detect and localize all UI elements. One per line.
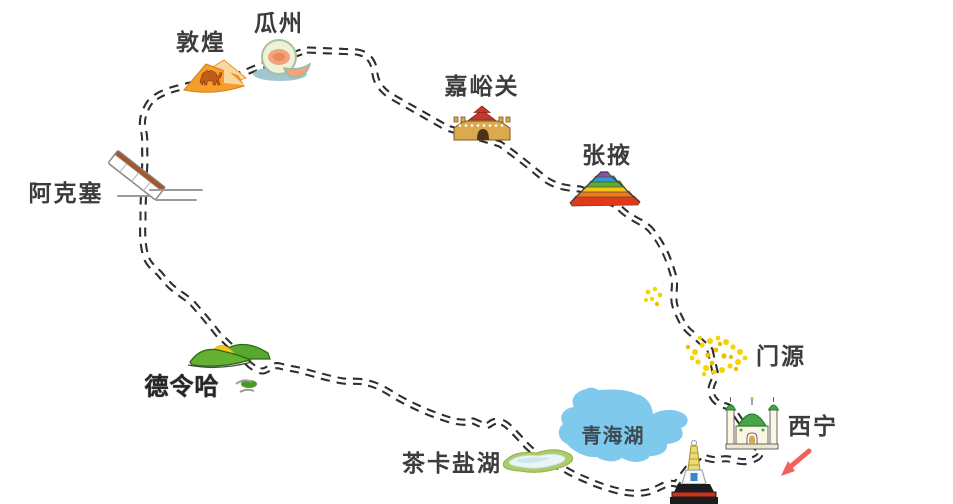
rainbow-mountain-icon — [569, 171, 641, 207]
blue-lake-icon — [558, 387, 688, 462]
red-arrow-icon — [781, 448, 812, 476]
tibetan-stupa-icon — [670, 440, 718, 504]
melon-icon — [253, 39, 312, 81]
sand-dune-camel-icon — [183, 59, 248, 93]
green-hills-icon — [187, 343, 271, 393]
label-aksai: 阿克塞 — [28, 180, 104, 206]
fortress-gate-icon — [453, 105, 511, 141]
label-zhangye: 张掖 — [582, 142, 632, 168]
route-path — [142, 46, 760, 493]
label-chaka: 茶卡盐湖 — [402, 450, 502, 476]
label-menyuan: 门源 — [756, 343, 806, 369]
label-dunhuang: 敦煌 — [176, 29, 226, 55]
mosque-icon — [724, 397, 780, 450]
tilted-train-icon — [108, 149, 203, 201]
label-qinghai-lake: 青海湖 — [581, 425, 645, 448]
label-delingha: 德令哈 — [144, 373, 220, 401]
label-guazhou: 瓜州 — [254, 10, 304, 36]
label-xining: 西宁 — [788, 413, 838, 439]
salt-lake-icon — [502, 449, 574, 473]
small-flower-patch-icon — [644, 286, 663, 307]
rapeseed-flowers-icon — [685, 335, 748, 377]
label-jiayuguan: 嘉峪关 — [444, 73, 520, 99]
